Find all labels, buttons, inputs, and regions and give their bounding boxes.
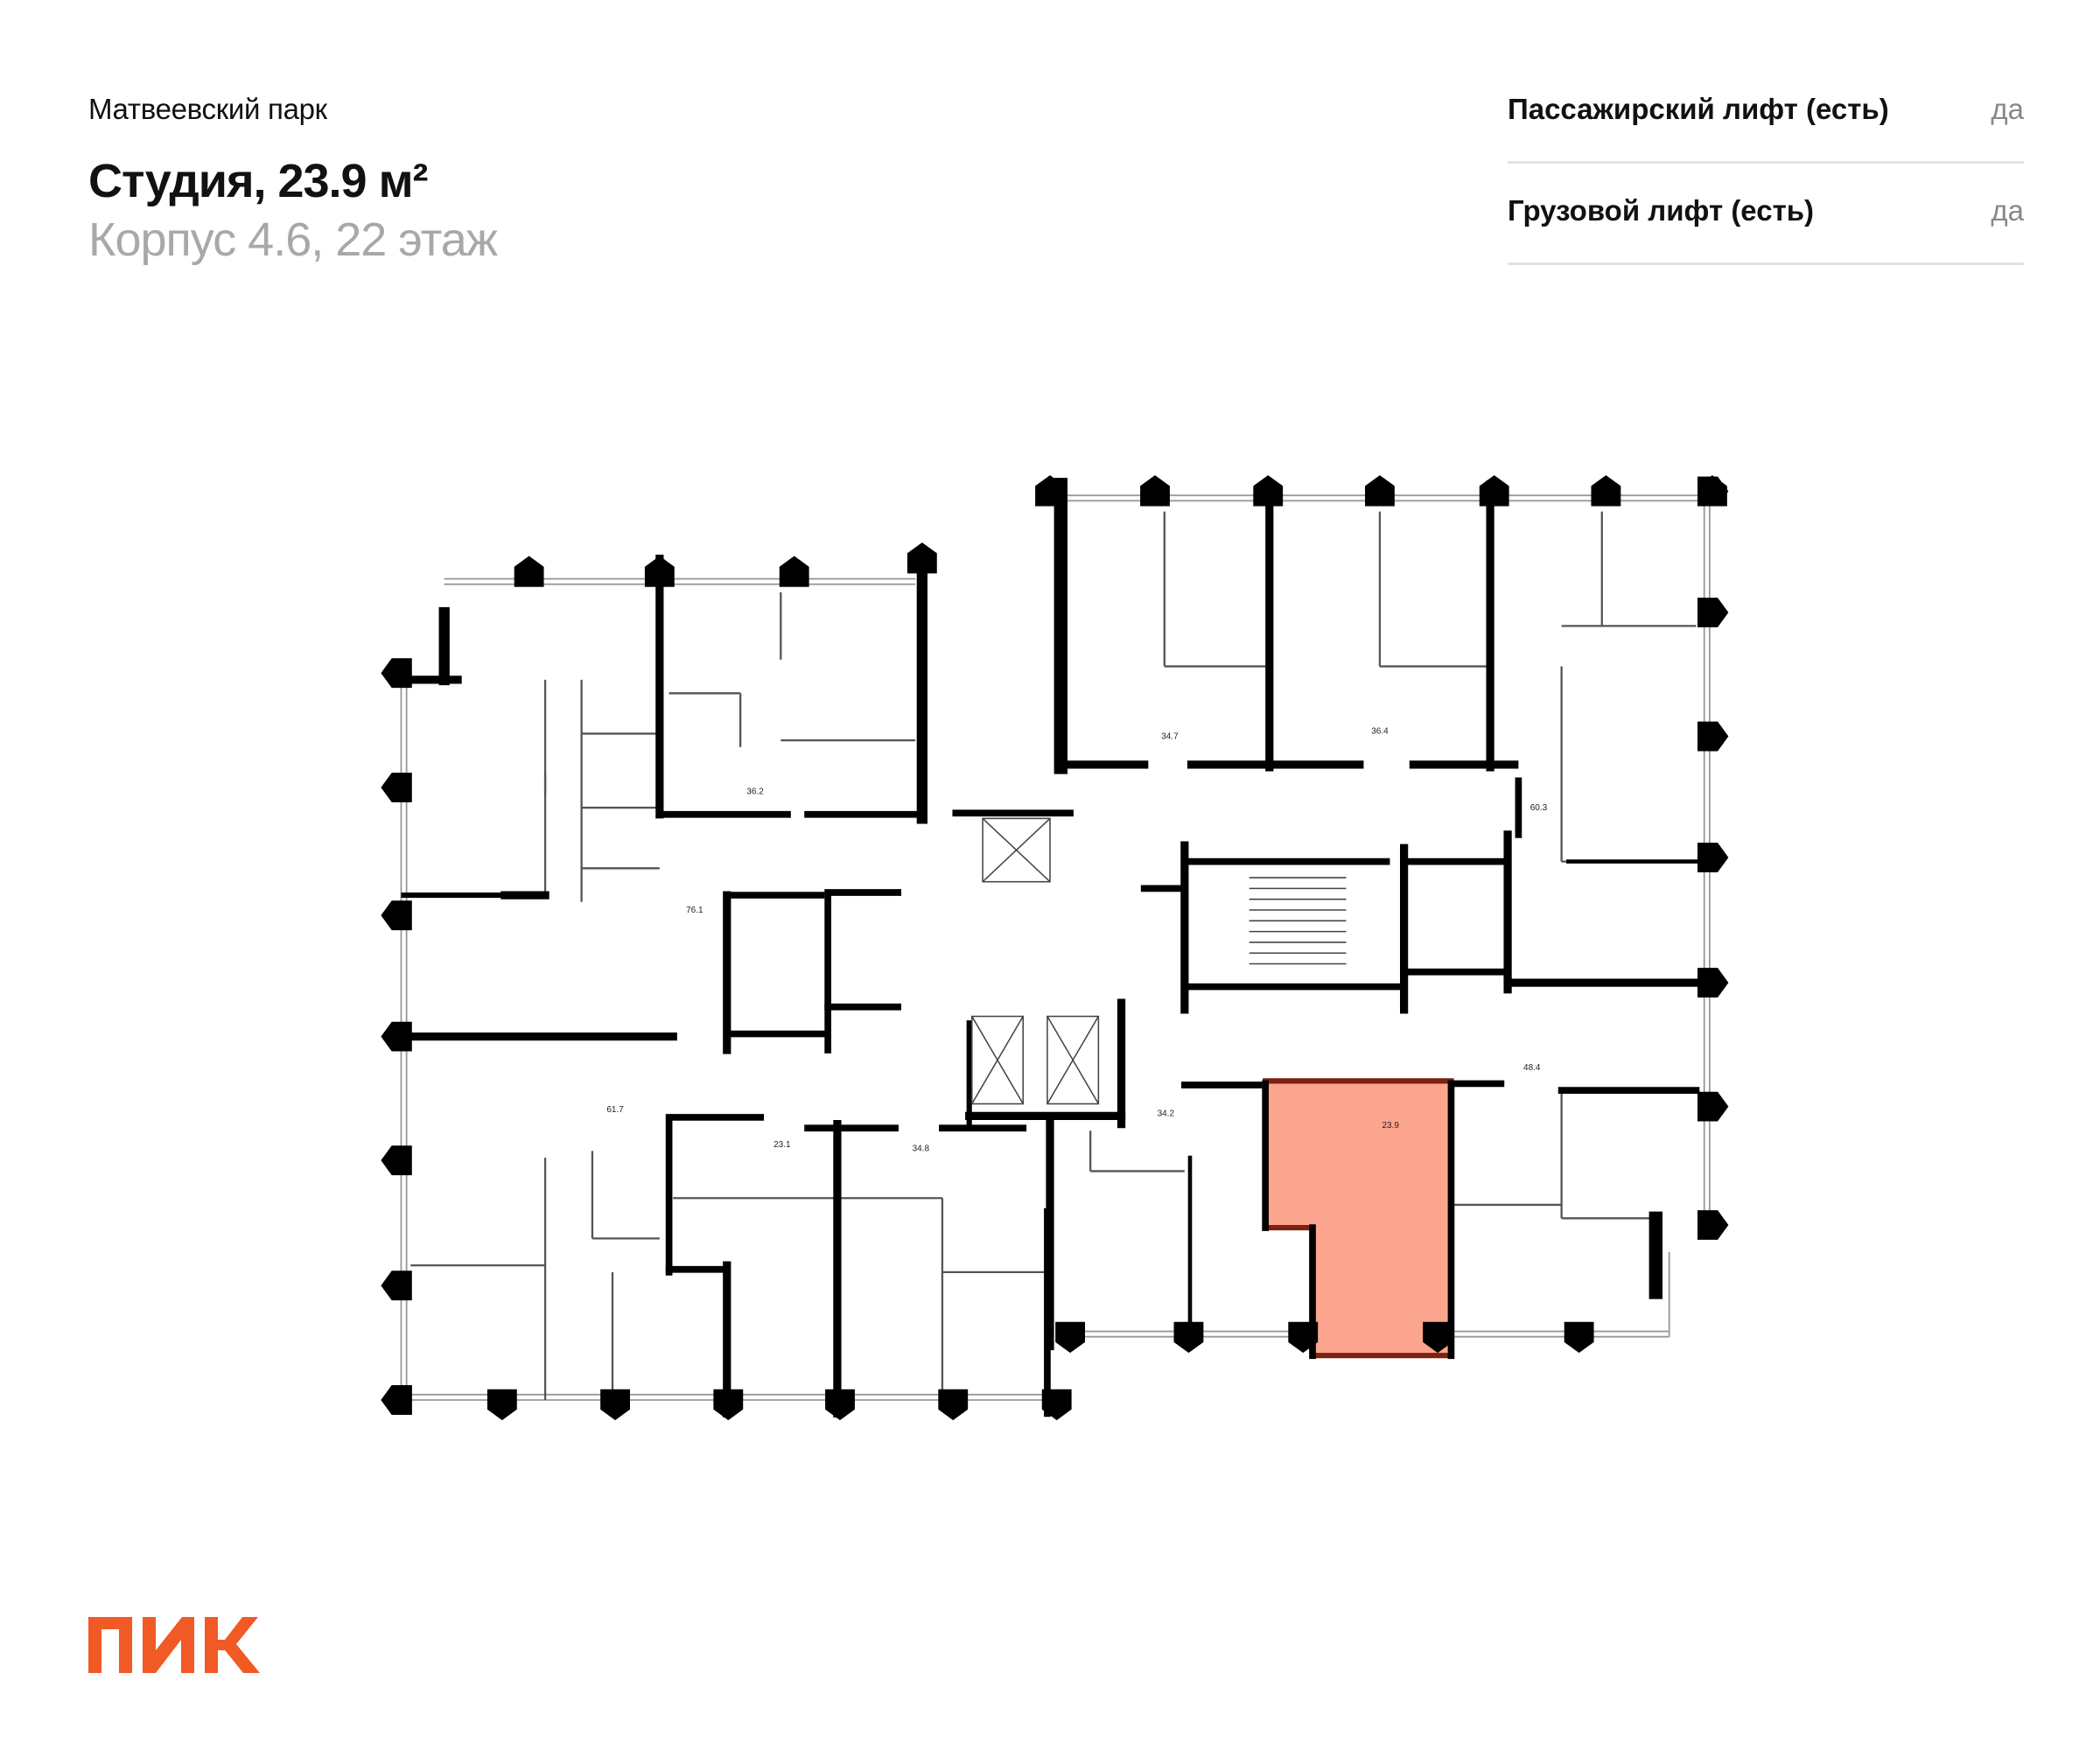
feature-value: да bbox=[1991, 194, 2024, 227]
column bbox=[381, 900, 412, 931]
load-bearing-walls bbox=[399, 478, 1714, 1418]
column bbox=[938, 1389, 969, 1421]
column bbox=[906, 542, 937, 574]
column bbox=[1698, 476, 1729, 507]
column bbox=[1041, 1389, 1072, 1421]
feature-label: Грузовой лифт (есть) bbox=[1508, 194, 1815, 227]
column bbox=[1055, 1321, 1085, 1354]
column bbox=[1253, 475, 1284, 507]
column bbox=[1564, 1321, 1594, 1354]
area-label: 23.9 bbox=[1382, 1121, 1399, 1130]
column bbox=[1173, 1321, 1204, 1354]
column bbox=[1591, 475, 1621, 507]
elevator-shaft bbox=[982, 817, 1051, 883]
column bbox=[1479, 475, 1509, 507]
elevator-shafts bbox=[971, 817, 1347, 1105]
column bbox=[1288, 1321, 1319, 1354]
building-floor: Корпус 4.6, 22 этаж bbox=[88, 214, 498, 266]
elevator-shaft bbox=[1046, 1015, 1100, 1105]
column bbox=[381, 1145, 412, 1176]
area-label: 60.3 bbox=[1530, 803, 1548, 813]
columns bbox=[381, 475, 1729, 1421]
project-name: Матвеевский парк bbox=[88, 93, 327, 125]
column bbox=[1698, 721, 1729, 752]
column bbox=[486, 1389, 517, 1421]
area-labels: 36.2 34.7 36.4 60.3 76.1 61.7 23.1 34.8 34.2 23.9… bbox=[606, 726, 1547, 1153]
column bbox=[1035, 475, 1065, 507]
area-label: 48.4 bbox=[1523, 1063, 1541, 1073]
column bbox=[1698, 843, 1729, 872]
column bbox=[1698, 1210, 1729, 1240]
elevator-cross bbox=[971, 1016, 1024, 1104]
apartment-title: Студия, 23.9 м² bbox=[88, 155, 428, 207]
elevator-shaft bbox=[971, 1015, 1024, 1105]
column bbox=[1140, 475, 1170, 507]
area-label: 76.1 bbox=[686, 906, 704, 915]
feature-value: да bbox=[1991, 93, 2024, 125]
feature-label: Пассажирский лифт (есть) bbox=[1508, 93, 1889, 125]
column bbox=[600, 1389, 630, 1421]
area-label: 36.4 bbox=[1371, 726, 1389, 736]
area-label: 36.2 bbox=[746, 788, 764, 797]
feature-freight-lift: Грузовой лифт (есть) да bbox=[1508, 194, 2024, 265]
area-label: 34.8 bbox=[913, 1144, 930, 1153]
column bbox=[381, 658, 412, 689]
column bbox=[1698, 968, 1729, 998]
area-label: 34.2 bbox=[1158, 1109, 1175, 1118]
pik-logo bbox=[88, 1617, 260, 1673]
partition-walls bbox=[410, 511, 1697, 1400]
area-label: 23.1 bbox=[774, 1140, 791, 1150]
column bbox=[644, 556, 675, 587]
selected-apartment[interactable] bbox=[1263, 1078, 1454, 1359]
column bbox=[1365, 475, 1395, 507]
elevator-cross bbox=[982, 817, 1051, 883]
column bbox=[514, 556, 544, 587]
column bbox=[1423, 1321, 1452, 1354]
column bbox=[825, 1389, 855, 1421]
elevator-cross bbox=[1046, 1016, 1100, 1104]
column bbox=[1698, 1091, 1729, 1122]
feature-passenger-lift: Пассажирский лифт (есть) да bbox=[1508, 93, 2024, 164]
column bbox=[1698, 598, 1729, 627]
column bbox=[713, 1389, 744, 1421]
column bbox=[381, 1021, 412, 1052]
column bbox=[779, 556, 809, 587]
column bbox=[381, 1270, 412, 1301]
area-label: 61.7 bbox=[606, 1105, 624, 1115]
column bbox=[381, 1385, 412, 1415]
column bbox=[381, 773, 412, 802]
area-label: 34.7 bbox=[1161, 732, 1179, 742]
